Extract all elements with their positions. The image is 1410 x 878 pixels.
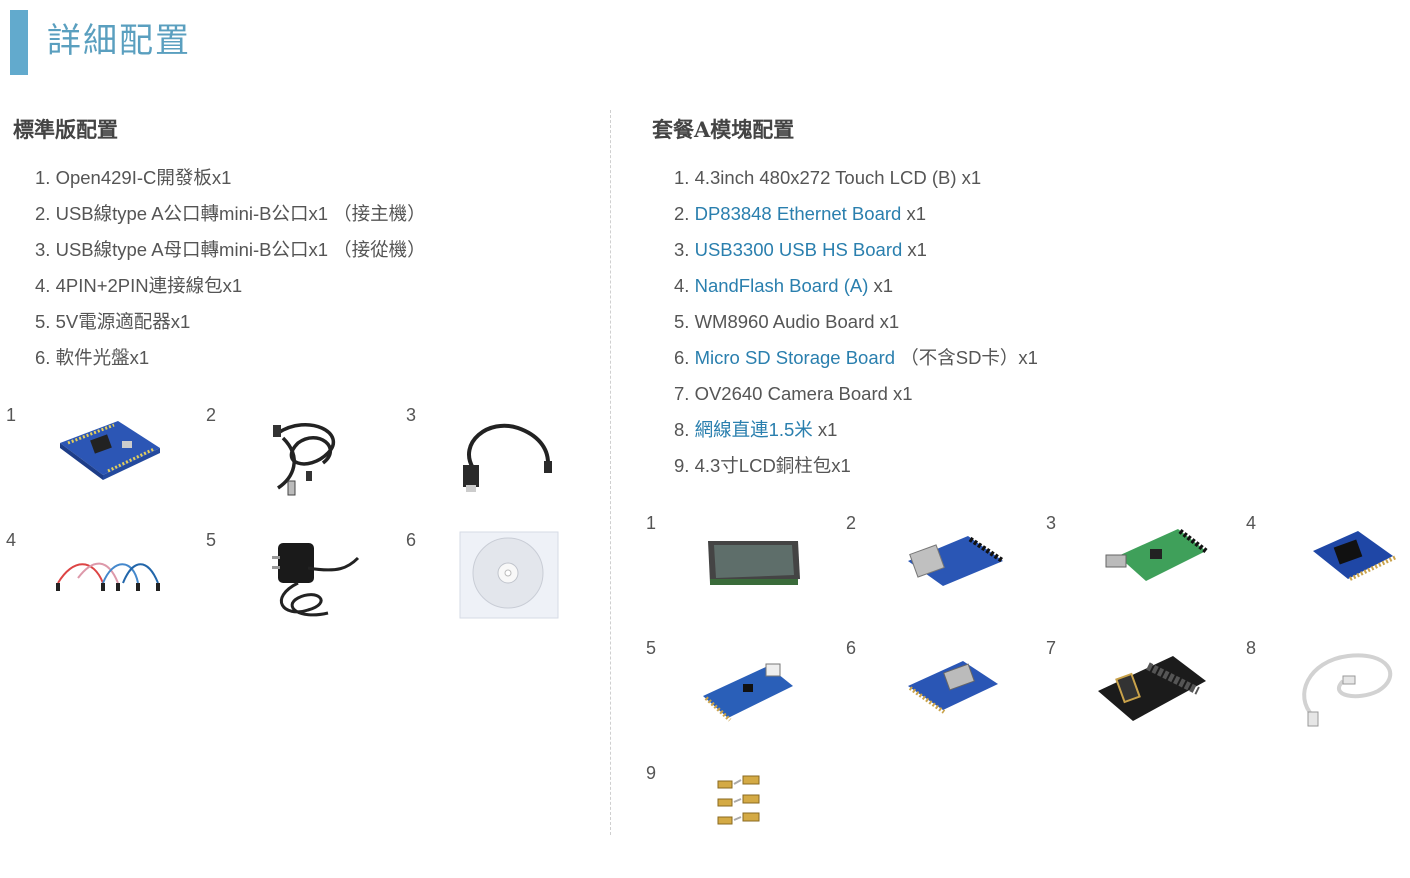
otg-cable-icon <box>448 403 568 503</box>
list-item: 3. USB3300 USB HS Board x1 <box>674 239 927 260</box>
audio-board-icon <box>688 636 808 736</box>
item-text: 4.3inch 480x272 Touch LCD (B) x1 <box>694 167 982 188</box>
list-item: 3. USB線type A母口轉mini-B公口x1 （接從機） <box>35 239 426 260</box>
list-item: 9. 4.3寸LCD銅柱包x1 <box>674 455 851 476</box>
item-text: Open429I-C開發板x1 <box>55 167 232 188</box>
header-accent-bar <box>10 10 28 75</box>
copper-pillars-icon <box>688 761 808 861</box>
item-text: x1 <box>812 419 838 440</box>
item-text: x1 <box>868 275 894 296</box>
image-cell: 6 <box>400 520 600 645</box>
item-link-micro-sd[interactable]: Micro SD Storage Board <box>694 347 896 368</box>
image-cell: 3 <box>1040 503 1240 628</box>
camera-board-icon <box>1088 636 1208 736</box>
column-divider <box>610 110 611 835</box>
section-header: 詳細配置 <box>10 10 610 75</box>
list-item: 2. USB線type A公口轉mini-B公口x1 （接主機） <box>35 203 426 224</box>
item-text: 4.3寸LCD銅柱包x1 <box>694 455 851 476</box>
item-text: 5V電源適配器x1 <box>55 311 191 332</box>
dev-board-icon <box>48 403 168 503</box>
image-cell: 2 <box>840 503 1040 628</box>
item-text: OV2640 Camera Board x1 <box>694 383 913 404</box>
image-cell: 5 <box>200 520 400 645</box>
package-a-config-list: 1. 4.3inch 480x272 Touch LCD (B) x1 2. D… <box>674 160 1402 484</box>
image-cell: 7 <box>1040 628 1240 753</box>
image-cell: 9 <box>640 753 840 878</box>
sd-board-icon <box>888 636 1008 736</box>
image-cell: 4 <box>0 520 200 645</box>
list-item: 5. 5V電源適配器x1 <box>35 311 191 332</box>
image-cell: 8 <box>1240 628 1410 753</box>
package-a-config-column: 套餐A模塊配置 1. 4.3inch 480x272 Touch LCD (B)… <box>652 112 1402 484</box>
image-cell: 4 <box>1240 503 1410 628</box>
item-link-usb3300[interactable]: USB3300 USB HS Board <box>694 239 903 260</box>
list-item: 4. NandFlash Board (A) x1 <box>674 275 894 296</box>
usb-hs-board-icon <box>1088 511 1208 611</box>
page-title: 詳細配置 <box>47 21 191 61</box>
list-item: 6. Micro SD Storage Board （不含SD卡）x1 <box>674 347 1038 368</box>
item-text: USB線type A公口轉mini-B公口x1 （接主機） <box>55 203 426 224</box>
standard-config-column: 標準版配置 1. Open429I-C開發板x1 2. USB線type A公口… <box>13 112 603 376</box>
item-text: x1 <box>902 239 927 260</box>
image-cell: 2 <box>200 395 400 520</box>
network-cable-icon <box>1288 636 1408 736</box>
cd-disc-icon <box>448 528 568 628</box>
list-item: 4. 4PIN+2PIN連接線包x1 <box>35 275 243 296</box>
jumper-wires-icon <box>48 528 168 628</box>
image-cell: 1 <box>0 395 200 520</box>
item-text: x1 <box>901 203 926 224</box>
item-text: USB線type A母口轉mini-B公口x1 （接從機） <box>55 239 426 260</box>
item-text: 4PIN+2PIN連接線包x1 <box>55 275 243 296</box>
item-link-network-cable[interactable]: 網線直連1.5米 <box>694 419 813 440</box>
standard-config-list: 1. Open429I-C開發板x1 2. USB線type A公口轉mini-… <box>35 160 603 376</box>
list-item: 1. Open429I-C開發板x1 <box>35 167 232 188</box>
standard-config-title: 標準版配置 <box>13 117 118 142</box>
image-cell: 1 <box>640 503 840 628</box>
image-cell: 6 <box>840 628 1040 753</box>
package-a-config-title: 套餐A模塊配置 <box>652 117 795 142</box>
image-cell: 5 <box>640 628 840 753</box>
item-text: 軟件光盤x1 <box>55 347 150 368</box>
item-link-dp83848[interactable]: DP83848 Ethernet Board <box>694 203 902 224</box>
nandflash-board-icon <box>1288 511 1408 611</box>
power-adapter-icon <box>248 528 368 628</box>
usb-cable-icon <box>248 403 368 503</box>
list-item: 8. 網線直連1.5米 x1 <box>674 419 838 440</box>
item-text: WM8960 Audio Board x1 <box>694 311 900 332</box>
list-item: 7. OV2640 Camera Board x1 <box>674 383 913 404</box>
list-item: 2. DP83848 Ethernet Board x1 <box>674 203 926 224</box>
list-item: 6. 軟件光盤x1 <box>35 347 150 368</box>
ethernet-board-icon <box>888 511 1008 611</box>
lcd-screen-icon <box>688 511 808 611</box>
list-item: 5. WM8960 Audio Board x1 <box>674 311 900 332</box>
image-cell: 3 <box>400 395 600 520</box>
item-link-nandflash[interactable]: NandFlash Board (A) <box>694 275 869 296</box>
list-item: 1. 4.3inch 480x272 Touch LCD (B) x1 <box>674 167 982 188</box>
item-text: （不含SD卡）x1 <box>895 347 1038 368</box>
